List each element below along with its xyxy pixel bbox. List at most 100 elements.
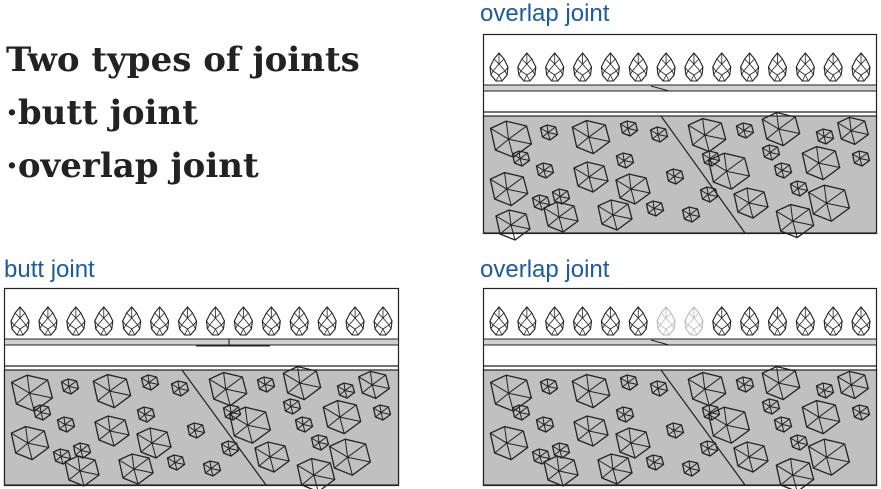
gravel-rock xyxy=(649,126,669,143)
aggregate-stone xyxy=(517,306,537,336)
gravel-rock xyxy=(336,382,356,399)
aggregate-stone xyxy=(656,52,676,82)
gravel-rock xyxy=(511,150,531,167)
gravel-rock xyxy=(254,441,290,473)
gravel-rock xyxy=(140,374,160,391)
aggregate-stone xyxy=(66,306,86,336)
aggregate-stone xyxy=(517,52,537,82)
gravel-rock xyxy=(615,427,651,459)
gravel-rock xyxy=(220,440,240,457)
gravel-rock xyxy=(531,448,551,465)
gravel-rock xyxy=(294,416,314,433)
gravel-rock xyxy=(773,416,793,433)
aggregate-stone xyxy=(572,306,593,336)
aggregate-stone xyxy=(656,306,676,336)
gravel-rock xyxy=(489,120,533,158)
aggregate-stone xyxy=(851,52,871,82)
aggregate-stone xyxy=(740,306,760,336)
gravel-rock xyxy=(166,454,186,471)
gravel-rock xyxy=(543,455,579,487)
heading-item-butt: ·butt joint xyxy=(6,93,198,133)
aggregate-stone xyxy=(289,306,309,336)
butt-joint-marker xyxy=(196,339,270,347)
gravel-rocks xyxy=(489,111,871,241)
gravel-rock xyxy=(170,380,190,397)
heading-item-overlap: ·overlap joint xyxy=(6,146,259,186)
gravel-rock xyxy=(60,378,80,395)
gravel-rock xyxy=(615,152,635,169)
gravel-rock xyxy=(10,425,50,461)
gravel-rocks xyxy=(489,365,871,489)
gravel-rock xyxy=(202,460,222,477)
aggregate-stone xyxy=(684,52,704,82)
gravel-rock xyxy=(543,201,579,233)
overlap-joint-diagram-top xyxy=(482,33,878,241)
gravel-rock xyxy=(801,399,841,435)
overlap-joint-diagram-bottom xyxy=(482,287,878,489)
gravel-rock xyxy=(707,152,751,190)
stone-layer xyxy=(489,306,871,336)
gravel-rock xyxy=(615,173,651,205)
gravel-rock xyxy=(72,442,92,459)
gravel-rock xyxy=(118,453,154,485)
gravel-rock xyxy=(64,455,100,487)
gravel-rock xyxy=(539,124,559,141)
gravel-rock xyxy=(836,370,870,400)
aggregate-stone xyxy=(122,306,142,336)
gravel-rock xyxy=(571,119,611,155)
gravel-rock xyxy=(282,398,302,415)
gravel-rock xyxy=(573,415,609,447)
stone-layer xyxy=(10,306,393,336)
gravel-rock xyxy=(52,448,72,465)
aggregate-stone xyxy=(38,306,58,336)
gravel-rock xyxy=(645,200,665,217)
aggregate-stone xyxy=(345,306,365,336)
gravel-rock xyxy=(735,376,755,393)
gravel-layer xyxy=(482,369,878,486)
gravel-rock xyxy=(10,374,54,412)
gravel-rock xyxy=(761,144,781,161)
heading: Two types of joints ·butt joint ·overlap… xyxy=(6,34,360,193)
gravel-rock xyxy=(136,406,156,423)
aggregate-stone xyxy=(712,306,732,336)
gravel-joint-line xyxy=(660,115,746,234)
gravel-rock xyxy=(699,440,719,457)
gravel-rock xyxy=(56,416,76,433)
aggregate-stone xyxy=(261,306,281,336)
aggregate-stone xyxy=(795,52,815,82)
gravel-rock xyxy=(789,180,809,197)
gravel-rock xyxy=(597,453,633,485)
gravel-rock xyxy=(815,128,835,145)
heading-title: Two types of joints xyxy=(6,40,360,80)
gravel-rock xyxy=(535,416,555,433)
gravel-rock xyxy=(372,404,392,421)
gravel-rock xyxy=(186,422,206,439)
gravel-rock xyxy=(665,422,685,439)
aggregate-stone xyxy=(94,306,114,336)
seal-strip xyxy=(483,84,877,92)
gravel-rock xyxy=(92,373,132,409)
gravel-rock xyxy=(687,117,727,153)
panel-caption-butt: butt joint xyxy=(4,256,95,283)
aggregate-stone xyxy=(600,52,620,82)
aggregate-stone xyxy=(233,306,253,336)
gravel-rock xyxy=(699,186,719,203)
aggregate-stone xyxy=(795,306,815,336)
gravel-rock xyxy=(222,404,242,421)
gravel-rock xyxy=(815,382,835,399)
gravel-rock xyxy=(535,162,555,179)
gravel-rock xyxy=(551,442,571,459)
aggregate-stone xyxy=(150,306,170,336)
aggregate-stone xyxy=(851,306,871,336)
aggregate-stone xyxy=(823,306,843,336)
stone-layer xyxy=(489,52,871,82)
gravel-rock xyxy=(322,399,362,435)
aggregate-stone xyxy=(373,306,393,336)
aggregate-stone xyxy=(545,52,565,82)
gravel-rock xyxy=(571,373,611,409)
gravel-rock xyxy=(801,145,841,181)
gravel-rock xyxy=(495,209,531,241)
gravel-rock xyxy=(687,371,727,407)
gravel-rock xyxy=(32,404,52,421)
gravel-rock xyxy=(531,194,551,211)
